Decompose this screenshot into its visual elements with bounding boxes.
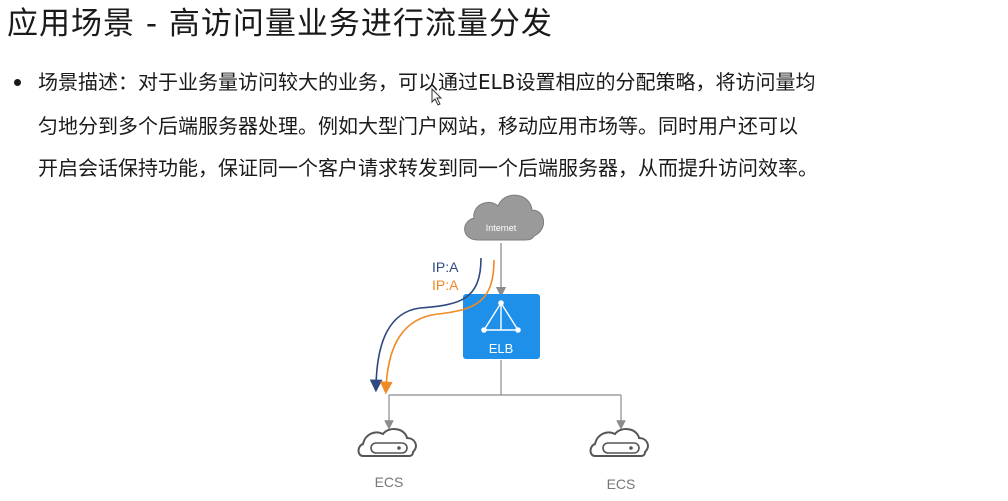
- cloud-icon: [464, 194, 544, 241]
- server-icon: [357, 428, 417, 457]
- ip-label-dark: IP:A: [432, 259, 459, 275]
- session-path-orange: [379, 259, 495, 395]
- ecs-label-1: ECS: [375, 474, 404, 490]
- slide-title: 应用场景 - 高访问量业务进行流量分发: [7, 6, 553, 42]
- distribution-lines: [384, 360, 626, 430]
- ecs-label-2: ECS: [607, 476, 636, 492]
- mouse-pointer-icon: [431, 88, 443, 106]
- load-balancer-icon: [463, 294, 540, 359]
- bullet-icon: [14, 79, 21, 86]
- internet-label: Internet: [486, 223, 517, 233]
- server-icon: [589, 428, 649, 457]
- elb-label: ELB: [489, 341, 514, 356]
- description-line-3: 开启会话保持功能，保证同一个客户请求转发到同一个后端服务器，从而提升访问效率。: [38, 156, 818, 180]
- description-line-1: 场景描述：对于业务量访问较大的业务，可以通过ELB设置相应的分配策略，将访问量均: [38, 70, 816, 94]
- description-line-2: 匀地分到多个后端服务器处理。例如大型门户网站，移动应用市场等。同时用户还可以: [38, 114, 798, 138]
- session-path-dark: [369, 257, 482, 393]
- ip-label-orange: IP:A: [432, 277, 459, 293]
